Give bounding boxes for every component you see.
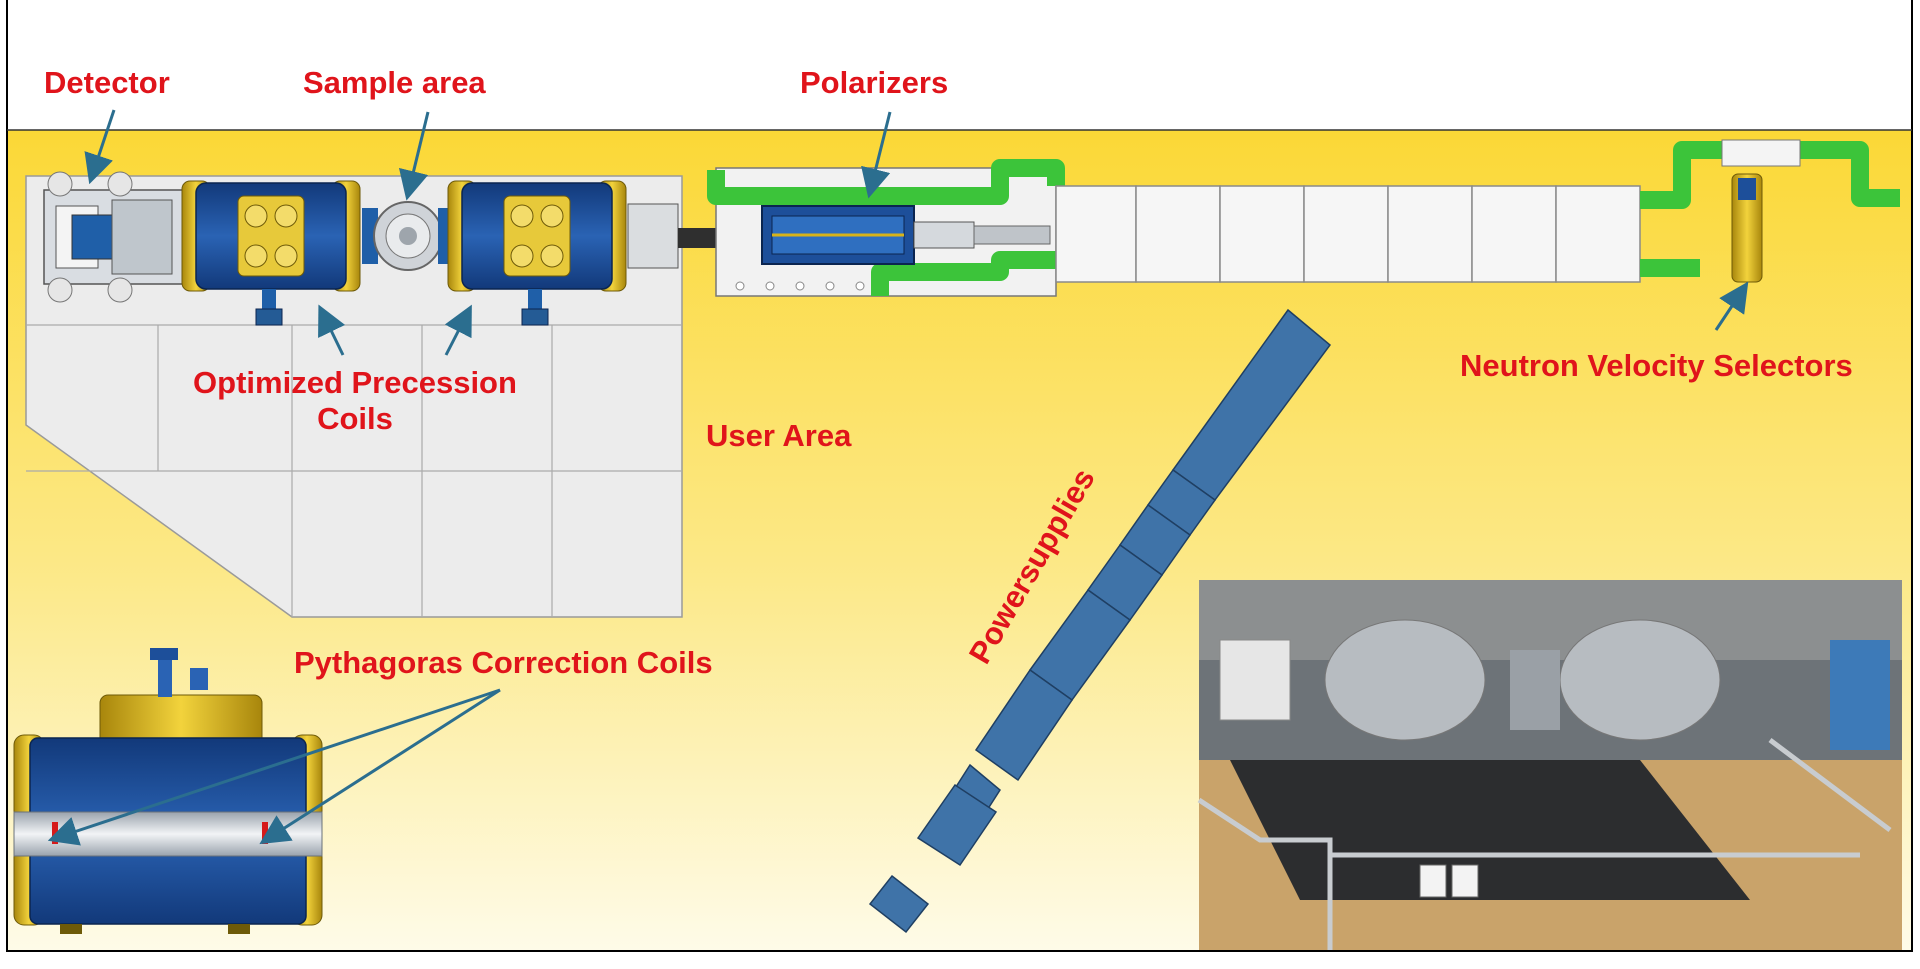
powersupply-cabinets bbox=[868, 308, 1332, 934]
label-polarizers: Polarizers bbox=[800, 65, 949, 100]
arrow-pythagoras-2 bbox=[259, 688, 501, 845]
velocity-selector-section bbox=[1640, 139, 1900, 283]
label-pythagoras-correction-coils: Pythagoras Correction Coils bbox=[294, 645, 713, 680]
precession-coil-2 bbox=[447, 180, 627, 326]
instrument-photo bbox=[1197, 580, 1902, 950]
arrow-coil-2 bbox=[444, 304, 472, 356]
arrow-detector bbox=[84, 109, 116, 185]
beam-connector bbox=[627, 203, 724, 269]
label-user-area: User Area bbox=[706, 418, 852, 453]
precession-coil-1 bbox=[181, 180, 361, 326]
callout-arrows bbox=[47, 109, 1749, 846]
label-detector: Detector bbox=[44, 65, 170, 100]
pythagoras-coil-drawing bbox=[13, 648, 323, 934]
neutron-guide-boxes bbox=[1055, 185, 1641, 283]
label-optimized-precession-coils: Optimized Precession Coils bbox=[193, 365, 517, 436]
arrow-coil-1 bbox=[318, 304, 346, 356]
arrow-velocity-selectors bbox=[1714, 281, 1749, 331]
sample-area-stage bbox=[362, 201, 454, 271]
arrow-pythagoras-1 bbox=[47, 688, 501, 846]
polarizer-section bbox=[707, 159, 1065, 297]
label-neutron-velocity-selectors: Neutron Velocity Selectors bbox=[1460, 348, 1853, 383]
label-sample-area: Sample area bbox=[303, 65, 486, 100]
arrow-polarizers bbox=[861, 111, 892, 199]
arrow-sample-area bbox=[398, 111, 430, 201]
